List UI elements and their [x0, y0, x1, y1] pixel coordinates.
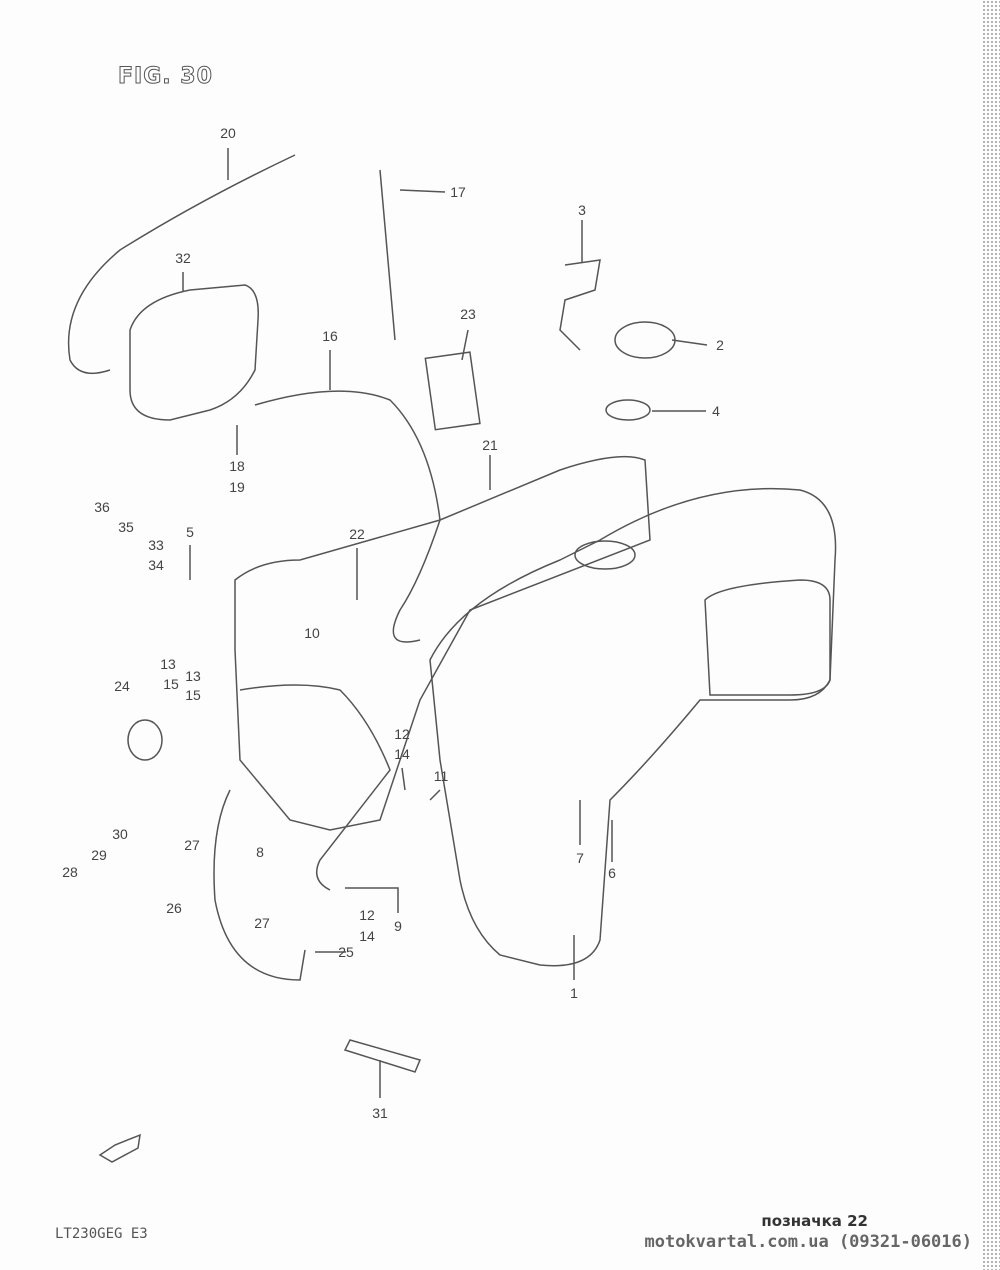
- callout-21: 21: [482, 437, 498, 453]
- callout-19: 19: [229, 479, 245, 495]
- callout-15: 15: [185, 687, 201, 703]
- page-mark: позначка 22: [761, 1212, 868, 1230]
- callout-3: 3: [578, 202, 586, 218]
- callout-26: 26: [166, 900, 182, 916]
- callout-13: 13: [185, 668, 201, 684]
- part-canister: [129, 284, 259, 421]
- callout-23: 23: [460, 306, 476, 322]
- callout-36: 36: [94, 499, 110, 515]
- callout-11: 11: [433, 768, 449, 784]
- callout-27: 27: [184, 837, 200, 853]
- part-hose-26: [213, 789, 306, 981]
- callout-10: 10: [304, 625, 320, 641]
- part-bracket-3: [559, 259, 601, 351]
- front-arrow-icon: [98, 1133, 141, 1163]
- callout-14: 14: [394, 746, 410, 762]
- callout-30: 30: [112, 826, 128, 842]
- part-tank-side-panel: [704, 579, 831, 696]
- callout-31: 31: [372, 1105, 388, 1121]
- callout-22: 22: [349, 526, 365, 542]
- part-strap-31: [343, 1039, 422, 1073]
- callout-25: 25: [338, 944, 354, 960]
- callout-29: 29: [91, 847, 107, 863]
- callout-4: 4: [712, 403, 720, 419]
- callout-8: 8: [256, 844, 264, 860]
- figure-title: FIG. 30: [118, 64, 213, 90]
- part-hose-16: [254, 390, 441, 643]
- callout-28: 28: [62, 864, 78, 880]
- callout-34: 34: [148, 557, 164, 573]
- callout-12: 12: [359, 907, 375, 923]
- leader-lines: [182, 148, 708, 1098]
- callout-14: 14: [359, 928, 375, 944]
- callout-35: 35: [118, 519, 134, 535]
- part-gasket-4: [605, 399, 651, 421]
- callout-9: 9: [394, 918, 402, 934]
- callout-2: 2: [716, 337, 724, 353]
- model-code: LT230GEG E3: [55, 1226, 148, 1242]
- callout-17: 17: [450, 184, 466, 200]
- callout-32: 32: [175, 250, 191, 266]
- callout-15: 15: [163, 676, 179, 692]
- part-hose-8: [239, 684, 391, 891]
- callout-16: 16: [322, 328, 338, 344]
- callout-7: 7: [576, 850, 584, 866]
- callout-13: 13: [160, 656, 176, 672]
- part-cap-2: [614, 321, 676, 359]
- site-link[interactable]: motokvartal.com.ua (09321-06016): [644, 1232, 972, 1252]
- part-filler-neck: [574, 540, 636, 570]
- callout-33: 33: [148, 537, 164, 553]
- callout-18: 18: [229, 458, 245, 474]
- callout-20: 20: [220, 125, 236, 141]
- part-pad-23: [424, 351, 481, 431]
- part-fuel-cock-24: [127, 719, 163, 761]
- callout-1: 1: [570, 985, 578, 1001]
- callout-27: 27: [254, 915, 270, 931]
- part-tie-17: [379, 169, 396, 341]
- callout-12: 12: [394, 726, 410, 742]
- callout-6: 6: [608, 865, 616, 881]
- part-frame-bracket: [234, 455, 651, 831]
- dotted-page-edge: [982, 0, 1000, 1270]
- callout-24: 24: [114, 678, 130, 694]
- callout-5: 5: [186, 524, 194, 540]
